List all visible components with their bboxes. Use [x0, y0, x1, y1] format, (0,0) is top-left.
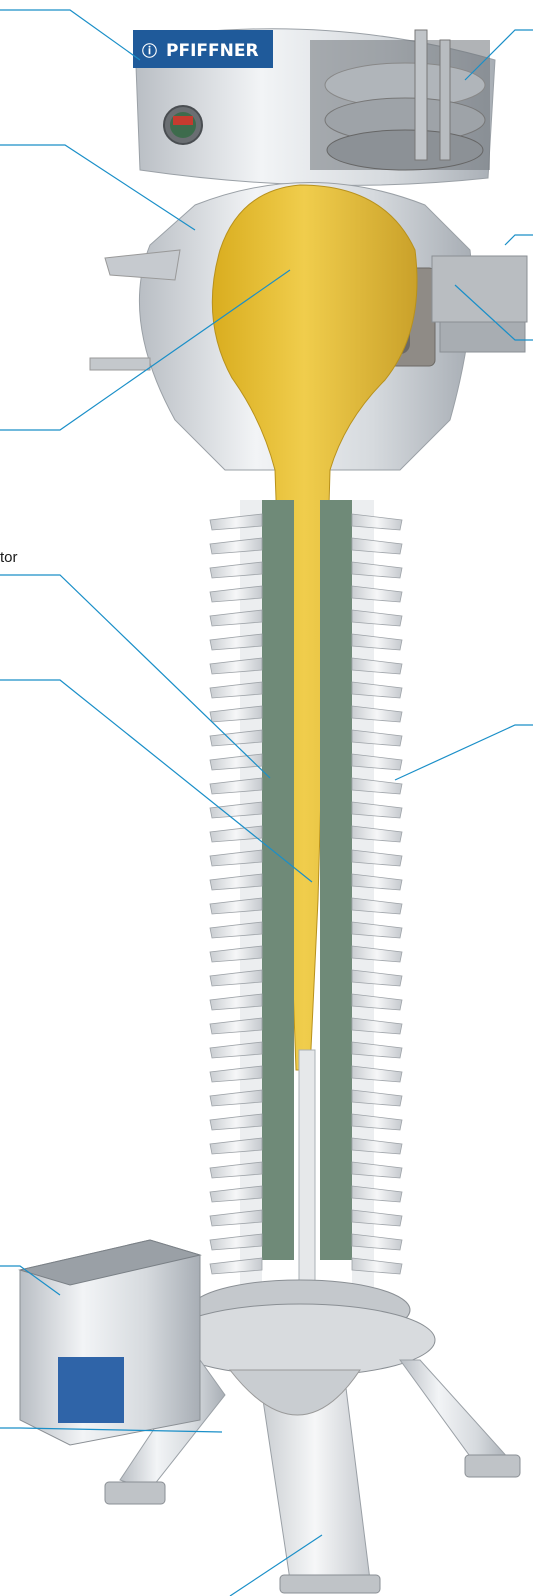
head-cover: ⓘ PFIFFNER [133, 29, 495, 186]
pressure-gauge [164, 106, 202, 144]
foot-pad [280, 1575, 380, 1593]
left-insulation-core [262, 500, 294, 1260]
foot-pad [465, 1455, 520, 1477]
leader-line-side-flange [505, 235, 533, 245]
leader-line-conductor [0, 575, 270, 778]
inner-conductor-rod [299, 1050, 315, 1310]
secondary-terminal-box [20, 1240, 200, 1445]
leader-line-head-cover [0, 10, 140, 60]
leader-line-silicone-sheds [395, 725, 533, 780]
brand-logo-text: PFIFFNER [166, 41, 259, 61]
side-pipe [90, 358, 150, 370]
right-insulation-core [320, 500, 352, 1260]
terminal-box-nameplate [58, 1357, 124, 1423]
callout-conductor-label: tor [0, 549, 18, 566]
foot-pad [105, 1482, 165, 1504]
support-leg [400, 1360, 510, 1470]
brand-logo-symbol: ⓘ [142, 42, 157, 60]
left-flange [105, 250, 180, 280]
